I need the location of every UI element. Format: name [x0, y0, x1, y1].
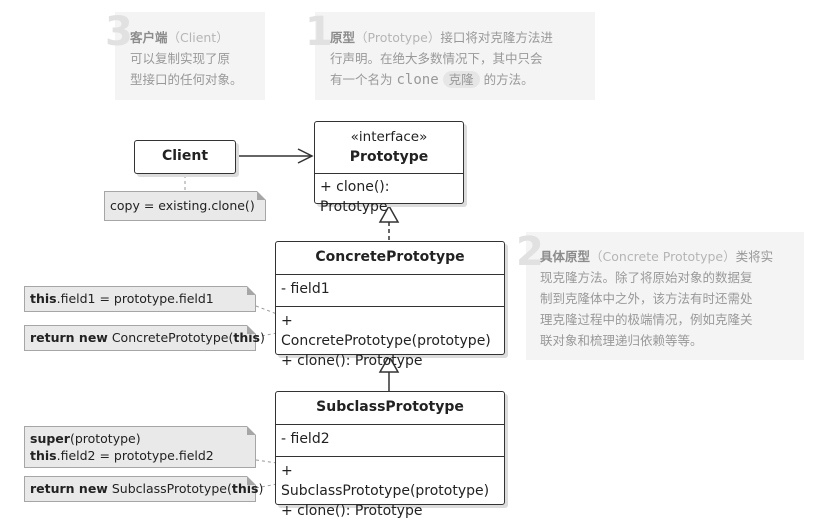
- annotation-number: 3: [105, 9, 133, 55]
- association-arrowhead: [297, 148, 314, 164]
- method: + clone(): Prototype: [281, 353, 423, 369]
- realization-arrowhead: [378, 204, 400, 223]
- subclass-prototype-fields: - field2: [276, 425, 504, 457]
- subclass-prototype-methods: + SubclassPrototype(prototype) + clone()…: [276, 457, 504, 525]
- client-class: Client: [134, 140, 236, 174]
- annotation-concrete-prototype: 2 具体原型（Concrete Prototype）类将实 现克隆方法。除了将原…: [516, 232, 804, 360]
- annotation-number: 2: [516, 229, 544, 275]
- subclass-prototype-class-name: SubclassPrototype: [316, 399, 464, 415]
- prototype-methods: + clone(): Prototype: [315, 174, 463, 220]
- prototype-class-name: Prototype: [349, 149, 429, 165]
- field: - field1: [281, 281, 330, 297]
- annotation-title: 客户端: [130, 30, 168, 45]
- annotation-prototype: 1 原型（Prototype）接口将对克隆方法进 行声明。在绝大多数情况下，其中…: [305, 12, 595, 100]
- prototype-interface: «interface» Prototype + clone(): Prototy…: [314, 121, 464, 215]
- concrete-prototype-fields: - field1: [276, 275, 504, 307]
- concrete-prototype-class-name: ConcretePrototype: [315, 249, 465, 265]
- super-note-connector: [255, 459, 278, 464]
- annotation-title: 具体原型: [540, 249, 591, 264]
- super-note: super(prototype) this.field2 = prototype…: [24, 426, 256, 468]
- method: + clone(): Prototype: [281, 503, 423, 519]
- field1-note: this.field1 = prototype.field1: [24, 286, 256, 312]
- client-class-name: Client: [161, 148, 209, 164]
- annotation-number: 1: [305, 9, 333, 55]
- clone-code: clone: [396, 72, 439, 88]
- return-subclass-note: return new SubclassPrototype(this): [24, 476, 263, 502]
- field1-note-connector: [255, 305, 278, 315]
- return-concrete-note: return new ConcretePrototype(this): [24, 325, 265, 351]
- clone-pill: 克隆: [442, 71, 480, 88]
- method: + SubclassPrototype(prototype): [281, 463, 490, 499]
- interface-stereotype: «interface»: [350, 129, 428, 145]
- annotation-client: 3 客户端（Client） 可以复制实现了原 型接口的任何对象。: [105, 12, 265, 100]
- field: - field2: [281, 431, 330, 447]
- method: + clone(): Prototype: [320, 179, 390, 215]
- concrete-prototype-class: ConcretePrototype - field1 + ConcretePro…: [275, 241, 505, 369]
- inheritance-arrowhead: [378, 354, 400, 373]
- concrete-prototype-methods: + ConcretePrototype(prototype) + clone()…: [276, 307, 504, 375]
- annotation-title: 原型: [330, 30, 356, 45]
- method: + ConcretePrototype(prototype): [281, 313, 491, 349]
- subclass-prototype-class: SubclassPrototype - field2 + SubclassPro…: [275, 391, 505, 519]
- client-note: copy = existing.clone(): [104, 191, 266, 221]
